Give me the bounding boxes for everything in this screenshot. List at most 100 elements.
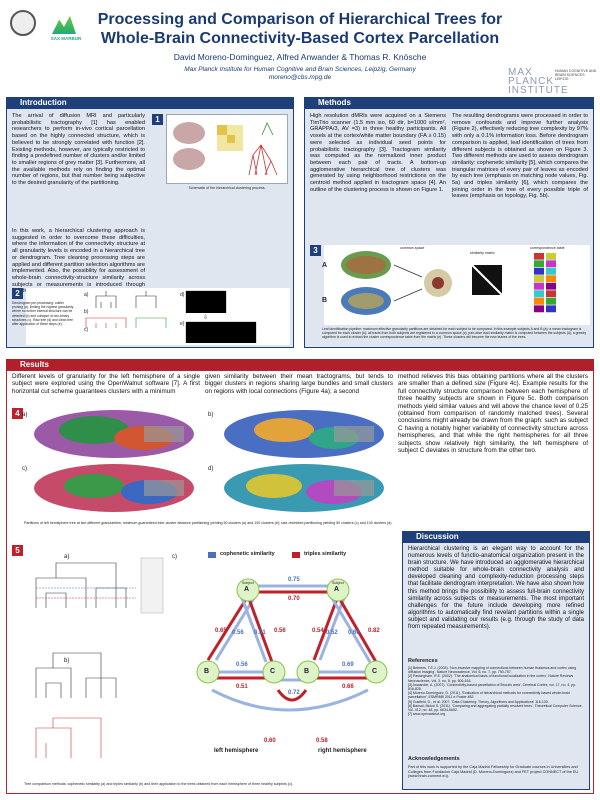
fig5-trees [26,548,166,778]
correspondence-cell [546,260,556,267]
right-ab-red: 0.54 [312,628,324,634]
correspondence-cell [546,253,556,260]
fig4-partitions [24,408,396,516]
right-subject-label: Subject [332,581,344,585]
results-col3: method relieves this bias obtaining part… [398,373,589,455]
right-node-C: C [372,668,378,675]
fig5-caption: Tree comparison methods: cophenetic simi… [24,782,294,786]
intro-para1: The arrival of diffusion MRI and particu… [12,113,145,187]
legend-triples-swatch [292,552,300,558]
left-ab-red: 0.65 [215,628,227,634]
fig2-label-a: a) [84,292,89,298]
legend-cophenetic: cophenetic similarity [220,551,275,557]
fig1-number: 1 [152,114,163,125]
authors: David Moreno-Dominguez, Alfred Anwander … [173,52,427,62]
right-ac-red: 0.82 [368,628,380,634]
fig3-label-correspondence: correspondence table [530,246,565,250]
fig3-label-A: A [322,262,328,269]
discussion-heading: Discussion [402,531,590,542]
discussion-text: Hierarchical clustering is an elegant wa… [408,546,584,631]
references-heading: References [408,658,438,664]
value-bottom-red-right: 0.58 [316,738,328,744]
fig4-label-a: a) [22,412,28,418]
left-node-C: C [270,668,276,675]
fig1-caption: Schematic of the hierarchical clustering… [188,186,266,190]
value-bottom-blue: 0.72 [288,690,300,696]
left-bc-blue: 0.56 [236,662,248,668]
svg-text:⇩: ⇩ [203,314,208,321]
legend-triples: triples similarity [304,551,347,557]
fig4-caption: Partitions of left hemisphere tree at tw… [24,521,393,525]
discussion-panel [402,542,590,790]
fig3-label-similarity: similarity matrix [470,251,495,255]
correspondence-cell [546,298,556,305]
intro-para2-start: In this work, a hierarchical clustering … [12,228,145,294]
correspondence-cell [534,305,544,312]
correspondence-cell [534,283,544,290]
reference-2: [2] Passingham, R.E. (2002). 'The anatom… [408,674,574,683]
methods-para1: High resolution dMRIs were acquired on a… [310,113,446,193]
fig4-label-d: d) [208,466,214,472]
results-heading: Results [6,359,594,370]
right-node-A: A [334,586,340,593]
intro-heading: Introduction [6,97,294,108]
mpg-seal-logo [10,10,36,36]
right-hemisphere-label: right hemisphere [318,748,367,754]
fig4-number: 4 [12,408,23,419]
correspondence-cell [546,268,556,275]
correspondence-cell [534,298,544,305]
fig2-caption: Dendrogram pre-processing: outlier pruni… [12,301,74,327]
value-top-blue: 0.75 [288,577,300,583]
results-col2: given similarity between their mean trac… [205,373,393,395]
fig5-number: 5 [12,545,23,556]
fig3-caption: Leaf identification pipeline: maximum ef… [322,327,587,340]
correspondence-cell [534,260,544,267]
ack-text: Part of this work is supported by the Ca… [408,765,579,779]
left-ac-red: 0.56 [274,628,286,634]
fig1-clustering-schematic [166,114,288,184]
fig3-label-B: B [322,297,328,304]
correspondence-cell [534,253,544,260]
correspondence-cell [534,268,544,275]
fig2-label-e: e) [180,321,185,327]
right-bc-red: 0.66 [342,684,354,690]
reference-5: [5] Gusfield, D., et al. 2007. 'Data Clu… [408,699,549,704]
reference-4: [4] Moreno-Dominguez, D. (2011). 'Evalua… [408,691,571,700]
methods-para2: The resulting dendrograms were processed… [452,113,588,200]
left-bc-red: 0.51 [236,684,248,690]
poster-title: Processing and Comparison of Hierarchica… [97,11,503,47]
methods-heading: Methods [304,97,594,108]
fig5c-similarity-graph [188,550,396,778]
value-bottom-red-left: 0.60 [264,738,276,744]
correspondence-cell [546,290,556,297]
right-ab-blue: 0.52 [326,630,338,636]
ack-heading: Acknowledgements [408,756,460,762]
fig4-label-b: b) [208,412,214,418]
fig3-label-common-space: common space [400,246,425,250]
left-ac-blue: 0.51 [254,630,266,636]
fig5-label-c: c) [172,554,177,560]
references-list: [1] Behrens, T.E.J. (2003). 'Non-invasiv… [408,666,584,716]
fig3-leaf-identification [324,245,590,325]
correspondence-cell [534,290,544,297]
reference-7: [7] www.openwalnut.org [408,712,446,717]
fig2-label-c: c) [84,327,89,333]
left-subject-label: Subject [242,581,254,585]
fig3-number: 3 [310,245,321,256]
fig2-number: 2 [12,288,23,299]
left-node-B: B [204,668,210,675]
left-node-A: A [244,586,250,593]
results-col1: Different levels of granularity for the … [12,373,200,395]
fig2-dendrogram-processing: ⇩ [26,288,290,345]
fig5-label-a: a) [64,554,70,560]
poster-header [0,0,600,90]
fig2-label-d: d) [180,292,185,298]
value-top-red: 0.70 [288,596,300,602]
right-ac-blue: 0.66 [348,630,360,636]
reference-3: [3] Anwander, A. (2007). 'Connectivity-b… [408,682,577,692]
correspondence-cell [546,275,556,282]
correspondence-cell [546,305,556,312]
fig4-label-c: c) [22,466,27,472]
right-node-B: B [304,668,310,675]
